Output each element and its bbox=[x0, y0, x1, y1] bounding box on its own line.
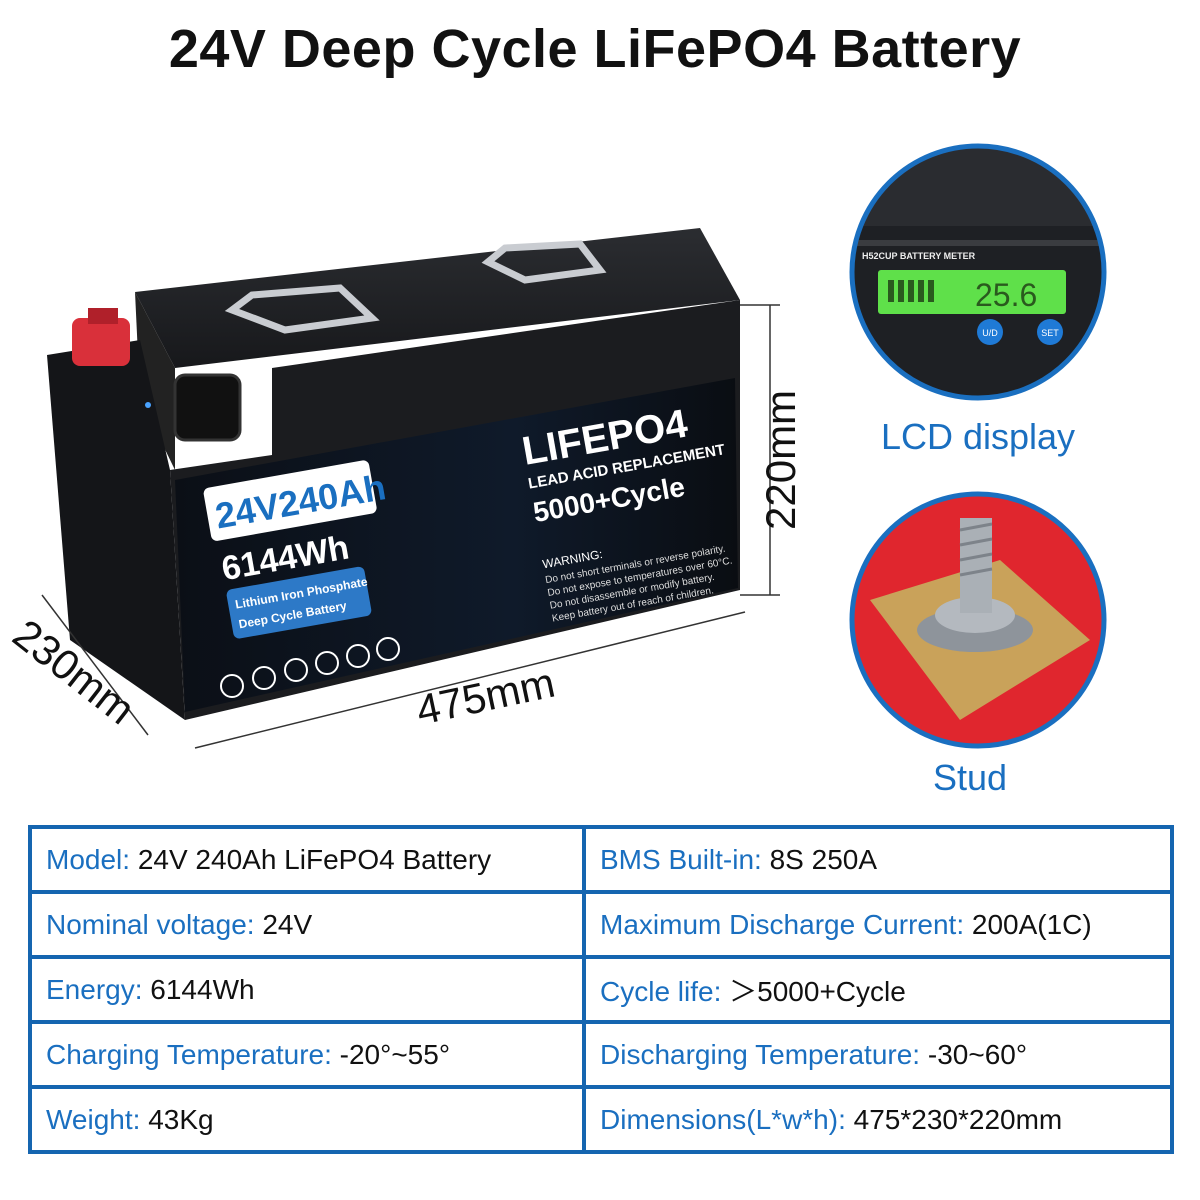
stud-bolt bbox=[960, 518, 992, 613]
spec-label: Discharging Temperature: bbox=[600, 1038, 921, 1070]
page-title: 24V Deep Cycle LiFePO4 Battery bbox=[168, 19, 1022, 79]
lcd-reading: 25.6 bbox=[975, 277, 1037, 313]
spec-cell: BMS Built-in: 8S 250A bbox=[582, 825, 1174, 894]
spec-value: -20°~55° bbox=[339, 1038, 451, 1070]
stud-caption: Stud bbox=[932, 757, 1008, 798]
stud-closeup bbox=[852, 494, 1104, 746]
spec-label: Charging Temperature: bbox=[46, 1038, 332, 1070]
set-button bbox=[1037, 319, 1063, 345]
battery-image: 24V240Ah 6144Wh Lithium Iron Phosphate D… bbox=[47, 228, 740, 720]
water-icon bbox=[220, 674, 244, 698]
spec-value: -30~60° bbox=[927, 1038, 1028, 1070]
svg-text:U/D: U/D bbox=[982, 328, 998, 338]
svg-text:SET: SET bbox=[1041, 328, 1059, 338]
spec-label: Model: bbox=[46, 843, 131, 875]
spec-cell: Model: 24V 240Ah LiFePO4 Battery bbox=[28, 825, 586, 894]
spec-label: Cycle life: bbox=[600, 975, 722, 1007]
spec-value: 475*230*220mm bbox=[853, 1103, 1063, 1135]
spec-value: ＞5000+Cycle bbox=[729, 975, 906, 1007]
spec-cell: Dimensions(L*w*h): 475*230*220mm bbox=[582, 1085, 1174, 1154]
height-dimension: 220mm bbox=[757, 390, 804, 530]
spec-label: BMS Built-in: bbox=[600, 843, 762, 875]
ud-button bbox=[977, 319, 1003, 345]
spec-label: Nominal voltage: bbox=[46, 908, 255, 940]
spec-value: 200A(1C) bbox=[971, 908, 1092, 940]
spec-value: 8S 250A bbox=[769, 843, 878, 875]
spec-cell: Energy: 6144Wh bbox=[28, 955, 586, 1024]
spec-cell: Discharging Temperature: -30~60° bbox=[582, 1020, 1174, 1089]
dimension-lines bbox=[41, 304, 780, 749]
spec-cell: Weight: 43Kg bbox=[28, 1085, 586, 1154]
spec-row: Charging Temperature: -20°~55°Dischargin… bbox=[28, 1020, 1174, 1089]
safety-icons bbox=[220, 637, 400, 698]
spec-label: Weight: bbox=[46, 1103, 141, 1135]
positive-terminal bbox=[72, 318, 130, 366]
spec-value: 24V 240Ah LiFePO4 Battery bbox=[137, 843, 492, 875]
meter-label: H52CUP BATTERY METER bbox=[862, 251, 976, 261]
thermometer-icon bbox=[284, 658, 308, 682]
spec-cell: Nominal voltage: 24V bbox=[28, 890, 586, 959]
negative-terminal bbox=[173, 373, 242, 442]
spec-cell: Cycle life: ＞5000+Cycle bbox=[582, 955, 1174, 1024]
lcd-caption: LCD display bbox=[880, 416, 1076, 457]
handle-right bbox=[481, 240, 607, 284]
recycle-icon bbox=[346, 644, 370, 668]
spec-value: 43Kg bbox=[148, 1103, 214, 1135]
handle-left bbox=[224, 284, 380, 334]
spec-value: 24V bbox=[262, 908, 313, 940]
lcd-closeup: H52CUP BATTERY METER 25.6 U/D SET bbox=[852, 146, 1104, 398]
no-trash-icon bbox=[376, 637, 400, 661]
spec-value: 6144Wh bbox=[150, 973, 255, 1005]
spec-label: Dimensions(L*w*h): bbox=[600, 1103, 846, 1135]
product-illustration: 24V240Ah 6144Wh Lithium Iron Phosphate D… bbox=[4, 143, 1107, 749]
spec-label: Energy: bbox=[46, 973, 143, 1005]
spec-cell: Maximum Discharge Current: 200A(1C) bbox=[582, 890, 1174, 959]
battery-front-label bbox=[175, 378, 738, 712]
battery-end-face bbox=[47, 340, 185, 720]
lcd-screen bbox=[878, 270, 1066, 314]
spec-cell: Charging Temperature: -20°~55° bbox=[28, 1020, 586, 1089]
length-dimension: 475mm bbox=[412, 659, 559, 734]
no-fire-icon bbox=[315, 651, 339, 675]
spec-label: Maximum Discharge Current: bbox=[600, 908, 965, 940]
leaf-icon bbox=[252, 666, 276, 690]
